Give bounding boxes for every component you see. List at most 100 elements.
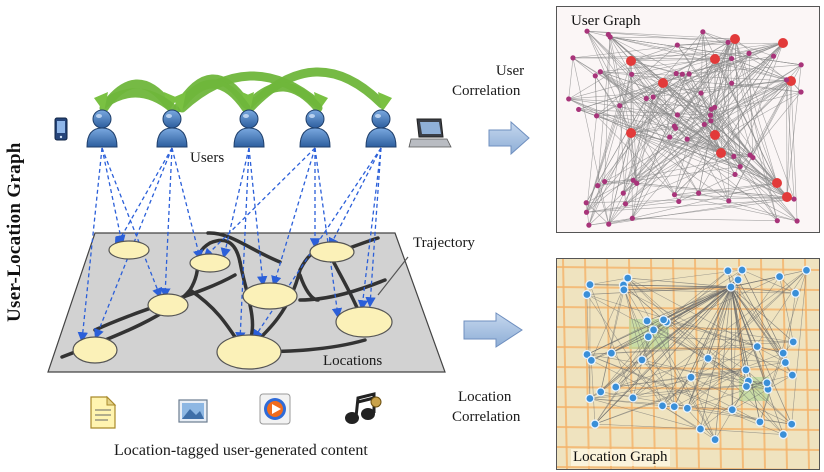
location-graph-edge (632, 270, 807, 399)
user-graph-edge (677, 44, 751, 156)
user-graph-node (676, 198, 682, 205)
user-graph-edge (720, 152, 753, 158)
user-graph-node (710, 130, 720, 140)
user-graph-node (729, 80, 735, 86)
user-graph-title: User Graph (571, 13, 641, 29)
location-graph-node (637, 355, 647, 365)
location-graph-node (787, 370, 797, 380)
location-graph-node (643, 332, 653, 342)
user-graph-edge (578, 109, 597, 117)
user-graph-node (774, 218, 780, 224)
user-graph-edge (630, 60, 633, 219)
user-graph-panel: User Graph (556, 6, 820, 233)
social-arrow (172, 79, 251, 113)
social-arrow (94, 88, 177, 113)
location-nodes (72, 240, 393, 370)
location-graph-edge (690, 376, 792, 425)
user-graph-edge (630, 132, 722, 154)
location-graph-edge (611, 269, 743, 354)
user-graph-edge (653, 96, 711, 116)
location-graph-edge (687, 382, 768, 409)
user-graph-edge (600, 71, 716, 136)
user-graph-edge (608, 34, 754, 158)
user-graph-edge (588, 198, 795, 226)
location-graph-edge (594, 352, 784, 425)
user-graph-edge (630, 53, 750, 134)
location-graph-edge (623, 284, 643, 360)
location-graph-node (801, 265, 812, 275)
location-node (335, 306, 393, 338)
user-graph-edge (586, 201, 679, 213)
location-graph-edge (611, 286, 732, 354)
user-graph-edge (610, 36, 716, 60)
user-graph-edge (604, 37, 611, 182)
user-graph-edge (586, 115, 597, 213)
location-graph-node (733, 275, 743, 285)
user-graph-edge (586, 31, 699, 194)
user-graph-node (716, 148, 726, 158)
user-graph-edge (586, 182, 778, 213)
user-graph-edge (686, 64, 802, 140)
location-graph-edge (687, 276, 780, 409)
user-graph-node (798, 89, 804, 95)
location-graph-network (557, 259, 819, 469)
users-row (86, 109, 397, 148)
user-graph-node (586, 222, 592, 228)
location-graph-node (723, 266, 733, 276)
user-graph-edge (734, 38, 778, 184)
map-road (738, 259, 744, 469)
user-graph-edge (633, 136, 670, 181)
location-node (108, 240, 150, 260)
location-graph-edge (791, 270, 807, 425)
location-graph-node (586, 355, 597, 366)
map-road (557, 446, 819, 451)
locations-label: Locations (323, 353, 383, 369)
user-graph-node (798, 62, 804, 68)
map-road (606, 259, 612, 469)
location-graph-node (762, 378, 772, 388)
user-graph-node (658, 78, 668, 88)
user-graph-node (622, 201, 629, 207)
user-graph-edge (714, 42, 784, 108)
location-graph-edge (623, 289, 793, 376)
user-graph-edge (636, 120, 712, 184)
user-graph-node (679, 71, 685, 77)
location-graph-edge (615, 369, 746, 388)
user-graph-edge (608, 34, 699, 194)
location-graph-node (755, 417, 765, 427)
check-in-arrow (114, 147, 173, 249)
user-graph-edge (674, 80, 792, 195)
user-graph-edge (714, 38, 736, 108)
user-graph-edge (625, 156, 734, 205)
location-graph-edge (687, 269, 743, 409)
user-graph-node (671, 123, 677, 129)
user-graph-node (584, 28, 590, 34)
user-graph-edge (632, 217, 778, 221)
user-icon (156, 109, 188, 148)
user-graph-edge (568, 98, 711, 122)
user-graph-edge (568, 57, 574, 99)
user-graph-node (667, 134, 673, 140)
location-graph-node (585, 279, 595, 290)
user-graph-edge (630, 132, 729, 202)
user-graph-node (617, 103, 623, 109)
location-graph-edge (589, 284, 634, 398)
location-graph-node (737, 265, 747, 275)
location-correlation-label-line1: Location (458, 389, 512, 405)
user-graph-edge (572, 53, 750, 59)
user-graph-edge (597, 166, 741, 186)
location-graph-node (726, 282, 736, 292)
user-graph-node (606, 221, 612, 227)
location-graph-node (628, 393, 638, 403)
location-graph-edge (730, 286, 794, 343)
user-graph-edge (608, 34, 632, 62)
location-graph-edge (641, 359, 761, 423)
map-road (557, 326, 819, 331)
location-node (216, 334, 282, 370)
laptop-icon (408, 118, 452, 148)
location-graph-node (774, 271, 785, 282)
location-graph-node (787, 419, 797, 429)
user-graph-node (583, 200, 589, 206)
user-graph-node (772, 178, 782, 188)
